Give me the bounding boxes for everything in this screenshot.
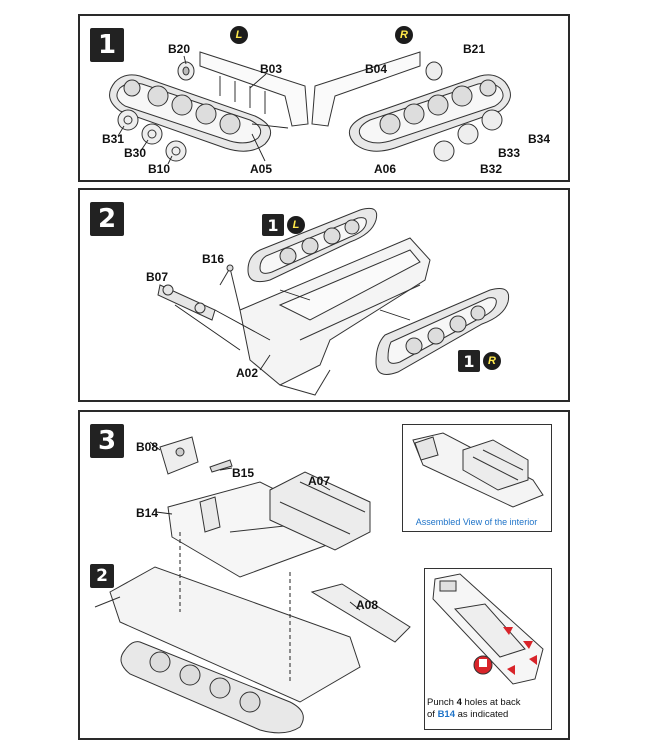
part-label-b10: B10 bbox=[148, 162, 171, 176]
part-label-b04: B04 bbox=[365, 62, 388, 76]
punch-note-post: holes at back bbox=[461, 697, 521, 708]
part-label-b15: B15 bbox=[232, 466, 255, 480]
ref-left-side-badge: L bbox=[287, 216, 305, 234]
part-label-b21: B21 bbox=[463, 42, 486, 56]
punch-note-post2: as indicated bbox=[455, 709, 509, 720]
part-label-b08: B08 bbox=[136, 440, 159, 454]
interior-caption: Assembled View of the interior bbox=[415, 517, 538, 527]
part-label-b16: B16 bbox=[202, 252, 225, 266]
seat-a07 bbox=[269, 471, 371, 551]
part-label-b31: B31 bbox=[102, 132, 125, 146]
ref-step-2: 2 bbox=[90, 564, 114, 588]
punch-note-pre2: of bbox=[427, 709, 438, 720]
part-label-b03: B03 bbox=[260, 62, 283, 76]
step-2-artwork bbox=[157, 207, 510, 396]
step-3-artwork bbox=[94, 436, 411, 734]
part-b15 bbox=[209, 459, 233, 473]
punch-note-part: B14 bbox=[437, 709, 455, 720]
left-side-badge: L bbox=[230, 26, 248, 44]
punch-note: Punch 4 holes at back of B14 as indicate… bbox=[427, 697, 551, 721]
right-side-badge: R bbox=[395, 26, 413, 44]
part-label-a05: A05 bbox=[250, 162, 273, 176]
part-label-b30: B30 bbox=[124, 146, 147, 160]
box-a08 bbox=[310, 583, 411, 643]
track-right-installed bbox=[375, 288, 510, 375]
part-label-b33: B33 bbox=[498, 146, 521, 160]
ref-step-1-right: 1 bbox=[458, 350, 480, 372]
part-label-a02: A02 bbox=[236, 366, 259, 380]
step-1-number: 1 bbox=[90, 28, 124, 62]
punch-note-count: 4 bbox=[456, 697, 462, 708]
track-left-installed bbox=[247, 207, 378, 283]
punch-holes-art bbox=[432, 573, 544, 685]
hull-a02 bbox=[239, 237, 431, 396]
step-3-number: 3 bbox=[90, 424, 124, 458]
inset-punch-holes: Punch 4 holes at back of B14 as indicate… bbox=[424, 568, 552, 730]
step-1-artwork bbox=[109, 51, 511, 165]
part-label-b32: B32 bbox=[480, 162, 503, 176]
part-label-b20: B20 bbox=[168, 42, 191, 56]
part-label-a07: A07 bbox=[308, 474, 331, 488]
part-b08 bbox=[159, 436, 199, 475]
interior-view-art bbox=[412, 432, 544, 508]
part-label-b07: B07 bbox=[146, 270, 169, 284]
right-track-a06 bbox=[311, 51, 511, 162]
ref-right-side-badge: R bbox=[483, 352, 501, 370]
left-road-wheels bbox=[117, 109, 187, 162]
rod-b16 bbox=[219, 264, 241, 311]
step-2-number: 2 bbox=[90, 202, 124, 236]
ref-step-1-left: 1 bbox=[262, 214, 284, 236]
part-label-b14: B14 bbox=[136, 506, 159, 520]
assembly-b07 bbox=[157, 284, 216, 321]
hull-side-b03 bbox=[199, 51, 309, 127]
step-2-panel: 2 bbox=[78, 188, 570, 402]
hub-b20 bbox=[177, 61, 195, 81]
part-label-a08: A08 bbox=[356, 598, 379, 612]
step-3-panel: 3 2 bbox=[78, 410, 570, 740]
part-label-b34: B34 bbox=[528, 132, 551, 146]
punch-note-pre: Punch bbox=[427, 697, 457, 708]
punch-tool-icon bbox=[473, 655, 493, 675]
inset-assembled-interior: Assembled View of the interior bbox=[402, 424, 552, 532]
part-label-a06: A06 bbox=[374, 162, 397, 176]
step-1-panel: 1 L R bbox=[78, 14, 570, 182]
lower-hull-assembly bbox=[94, 566, 361, 734]
left-track-a05 bbox=[109, 74, 272, 152]
